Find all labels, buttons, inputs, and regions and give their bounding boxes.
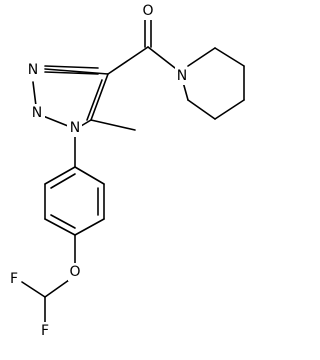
atom-label-piperidine-n: N	[175, 67, 190, 85]
bond-piperidine-1	[187, 47, 216, 67]
bond-triazole-c4-c5	[90, 73, 109, 121]
bond-phenyl-4-inner	[50, 214, 76, 229]
bond-triazole-n3-n2	[32, 81, 37, 107]
atom-label-triazole-n3: N	[25, 61, 40, 79]
atom-label-triazole-n1: N	[67, 119, 82, 137]
bond-phenyl-3	[74, 218, 105, 236]
bond-triazole-n-n-double-a	[44, 65, 99, 69]
bond-chf2-to-f1	[21, 281, 46, 298]
bond-phenyl-4	[44, 218, 76, 236]
svg-text:N: N	[177, 68, 187, 84]
atom-label-f2: F	[38, 322, 52, 340]
bond-triazole-n2-n1	[42, 115, 69, 127]
svg-text:F: F	[41, 323, 49, 339]
bond-piperidine-2	[214, 47, 245, 67]
bond-triazole-n-n-double-b	[44, 71, 99, 75]
svg-text:O: O	[69, 264, 80, 280]
atom-label-triazole-n2: N	[30, 104, 45, 122]
bond-phenyl-6-inner	[50, 173, 76, 189]
bond-ether-o-to-chf2	[44, 279, 70, 298]
atom-label-f1: F	[7, 270, 21, 288]
svg-text:O: O	[142, 3, 153, 19]
bond-carbonyl-to-triazole	[107, 46, 149, 75]
bond-triazole-n1-c5	[80, 119, 92, 127]
svg-text:N: N	[28, 62, 38, 78]
bond-phenyl-1	[74, 166, 105, 185]
atom-label-carbonyl-o: O	[141, 2, 155, 20]
bond-triazole-c4-c5-inner	[86, 79, 103, 121]
bond-methyl	[90, 119, 136, 131]
atom-label-ether-o: O	[68, 263, 82, 281]
bond-phenyl-6	[44, 166, 76, 185]
svg-text:N: N	[32, 105, 42, 121]
bond-piperidine-4	[214, 99, 245, 120]
molecule-structure-diagram: O N N N N O F F	[7, 2, 245, 340]
svg-text:N: N	[70, 120, 80, 136]
bond-triazole-c4-n3	[44, 68, 109, 75]
bond-carbonyl-to-piperidine-n	[147, 46, 176, 69]
svg-text:F: F	[10, 271, 18, 287]
bond-piperidine-5	[187, 99, 216, 120]
